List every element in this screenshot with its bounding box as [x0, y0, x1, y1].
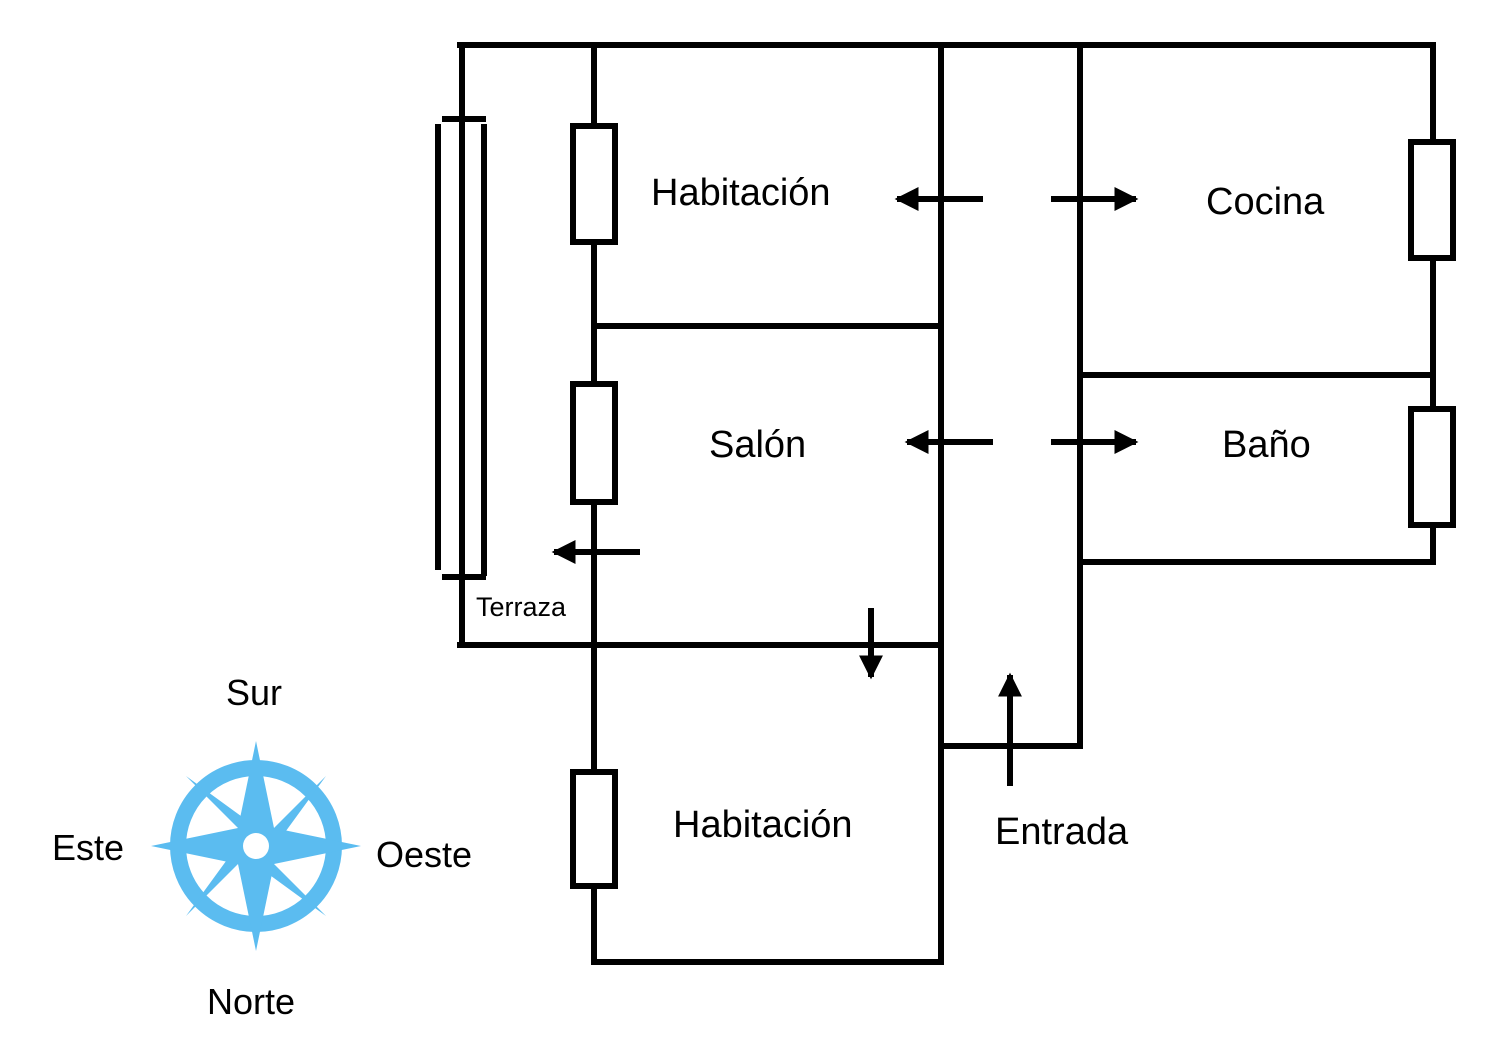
compass-center: [243, 833, 269, 859]
compass-label-west: Oeste: [376, 834, 473, 875]
windows: [570, 123, 1456, 889]
label-habitacion-bottom: Habitación: [673, 804, 853, 846]
label-habitacion-top: Habitación: [651, 172, 831, 214]
label-bano: Baño: [1222, 424, 1311, 466]
window-bedroom-top: [570, 123, 618, 245]
window-bedroom-bottom: [570, 769, 618, 889]
label-salon: Salón: [709, 424, 807, 466]
window-salon: [570, 381, 618, 505]
window-kitchen: [1408, 139, 1456, 261]
terrace-railing: [435, 116, 487, 580]
compass-rose: [151, 741, 361, 951]
label-cocina: Cocina: [1206, 181, 1325, 223]
label-terraza: Terraza: [476, 592, 567, 622]
arrows: [551, 187, 1139, 786]
compass-label-north: Norte: [207, 981, 296, 1022]
label-entrada: Entrada: [995, 811, 1129, 853]
window-bathroom: [1408, 406, 1456, 528]
compass-label-south: Sur: [226, 672, 283, 713]
compass-label-east: Este: [52, 827, 125, 868]
